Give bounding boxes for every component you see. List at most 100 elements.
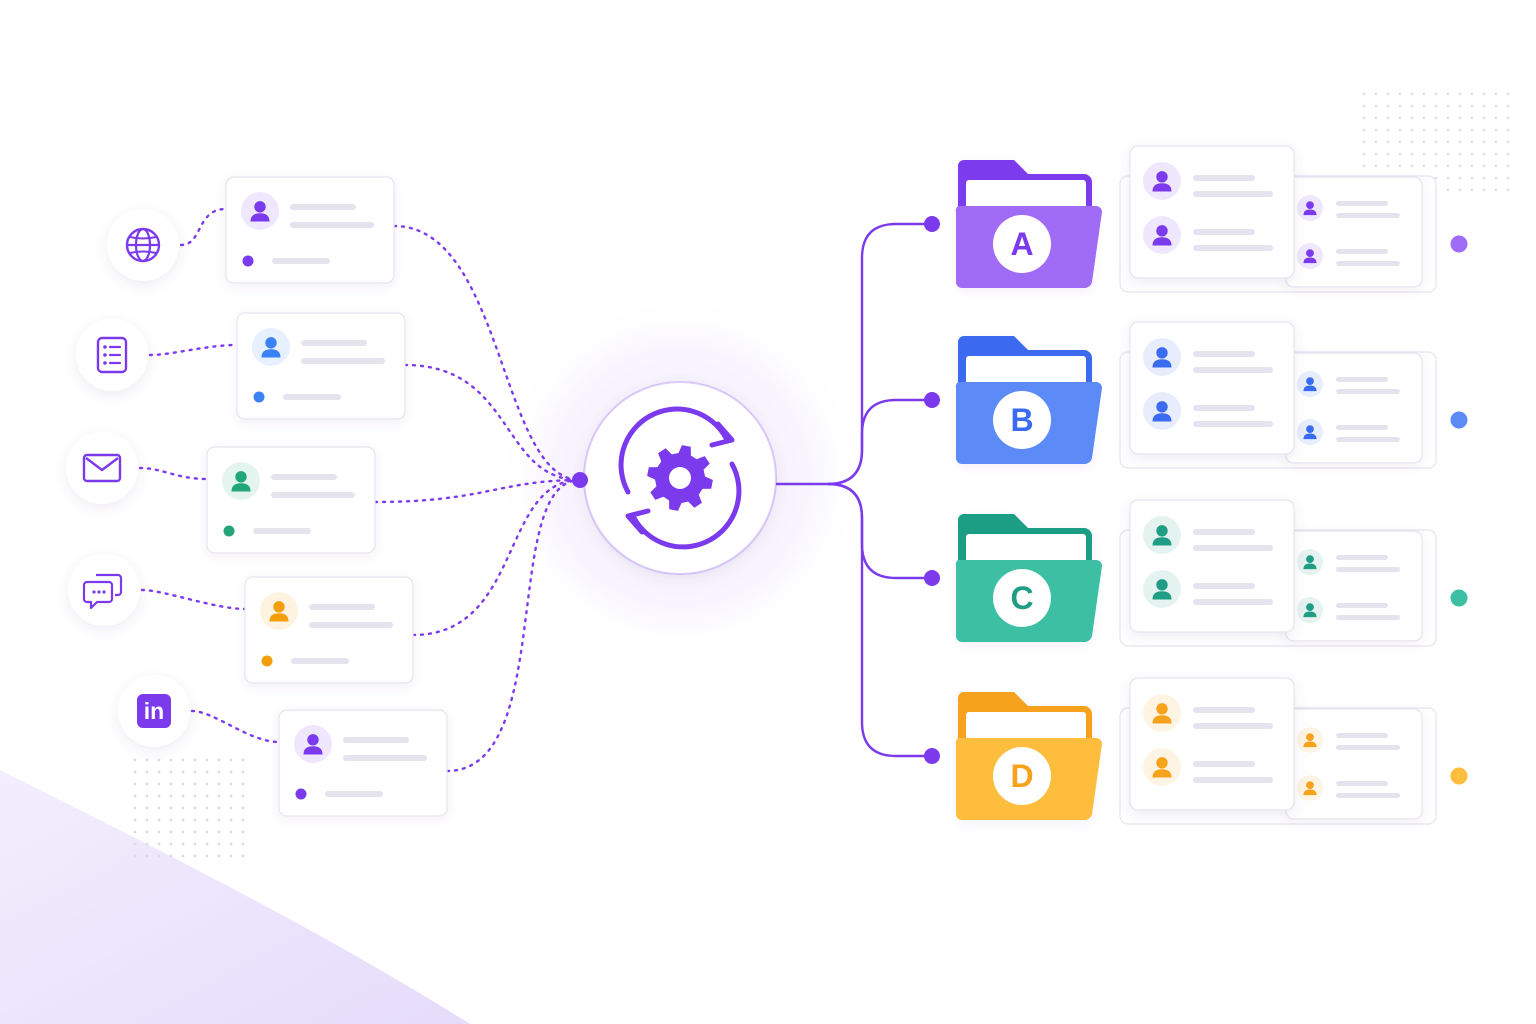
folder-connector <box>827 482 932 758</box>
placeholder-line <box>1336 733 1388 738</box>
lead-stack-front[interactable] <box>1129 145 1295 279</box>
placeholder-line <box>1336 555 1388 560</box>
folder-letter-badge: B <box>993 391 1051 449</box>
folder-connectors <box>776 222 932 758</box>
placeholder-line <box>1336 793 1400 798</box>
lead-avatar <box>1143 694 1181 732</box>
lead-avatar <box>1297 775 1323 801</box>
placeholder-line <box>343 737 409 743</box>
placeholder-line <box>1336 781 1388 786</box>
lead-card[interactable] <box>236 312 406 420</box>
folder-group-a: A <box>924 145 1468 293</box>
lead-avatar <box>1297 727 1323 753</box>
source-icon-connector <box>140 588 247 611</box>
placeholder-line <box>253 528 311 534</box>
placeholder-line <box>1336 213 1400 218</box>
source-4 <box>68 554 414 684</box>
folder-column: A B C D <box>924 145 1468 825</box>
source-3 <box>66 432 376 554</box>
placeholder-line <box>1193 723 1273 729</box>
placeholder-line <box>1193 229 1255 235</box>
folder-connector <box>827 398 932 486</box>
lead-avatar <box>241 192 279 230</box>
chat-icon[interactable] <box>68 554 140 626</box>
lead-card[interactable] <box>206 446 376 554</box>
lead-card[interactable] <box>278 709 448 817</box>
placeholder-line <box>1336 615 1400 620</box>
folder-icon[interactable]: B <box>955 336 1102 465</box>
placeholder-line <box>1193 707 1255 713</box>
placeholder-line <box>1193 599 1273 605</box>
globe-icon[interactable] <box>107 209 179 281</box>
source-hub-connector <box>445 478 582 773</box>
folder-port <box>924 570 940 586</box>
form-list-icon[interactable] <box>76 319 148 391</box>
placeholder-line <box>1336 201 1388 206</box>
placeholder-line <box>290 204 356 210</box>
source-hub-connector <box>411 478 582 637</box>
dot-grid-left <box>133 758 245 858</box>
folder-icon[interactable]: C <box>955 514 1102 643</box>
placeholder-line <box>1193 777 1273 783</box>
status-dot <box>261 655 273 667</box>
folder-icon[interactable]: D <box>955 692 1102 821</box>
lead-stack-front[interactable] <box>1129 499 1295 633</box>
folder-status-dot <box>1450 411 1468 429</box>
placeholder-line <box>1193 245 1273 251</box>
lead-card[interactable] <box>244 576 414 684</box>
lead-card[interactable] <box>225 176 395 284</box>
svg-text:in: in <box>144 698 164 724</box>
hub-node[interactable] <box>583 381 777 575</box>
source-5: in <box>118 675 448 817</box>
source-1 <box>107 176 395 284</box>
folder-status-dot <box>1450 589 1468 607</box>
placeholder-line <box>1193 421 1273 427</box>
placeholder-line <box>325 791 383 797</box>
bottom-left-wave <box>0 770 470 1024</box>
folder-status-dot <box>1450 235 1468 253</box>
placeholder-line <box>1193 405 1255 411</box>
lead-avatar <box>1143 216 1181 254</box>
placeholder-line <box>309 622 393 628</box>
source-column: in <box>66 176 448 817</box>
folder-icon[interactable]: A <box>955 160 1102 289</box>
placeholder-line <box>1193 351 1255 357</box>
placeholder-line <box>272 258 330 264</box>
hub <box>572 381 777 575</box>
status-dot <box>223 525 235 537</box>
lead-avatar <box>222 462 260 500</box>
placeholder-line <box>1193 545 1273 551</box>
placeholder-line <box>271 492 355 498</box>
mail-icon[interactable] <box>66 432 138 504</box>
status-dot <box>253 391 265 403</box>
placeholder-line <box>291 658 349 664</box>
folder-letter: D <box>1010 758 1033 794</box>
lead-avatar <box>1143 570 1181 608</box>
placeholder-line <box>1193 761 1255 767</box>
placeholder-line <box>1336 249 1388 254</box>
source-icon-connector <box>138 466 209 481</box>
folder-group-b: B <box>924 321 1468 469</box>
source-2 <box>76 312 406 420</box>
source-hub-connector <box>392 224 582 482</box>
folder-group-d: D <box>924 677 1468 825</box>
lead-avatar <box>252 328 290 366</box>
placeholder-line <box>309 604 375 610</box>
placeholder-line <box>1193 191 1273 197</box>
lead-avatar <box>1297 419 1323 445</box>
placeholder-line <box>1336 603 1388 608</box>
folder-letter-badge: A <box>993 215 1051 273</box>
lead-stack-front[interactable] <box>1129 677 1295 811</box>
gear-sync-icon <box>618 406 742 550</box>
placeholder-line <box>271 474 337 480</box>
lead-avatar <box>1143 162 1181 200</box>
lead-avatar <box>1143 392 1181 430</box>
placeholder-line <box>283 394 341 400</box>
folder-letter: C <box>1010 580 1033 616</box>
source-hub-connector <box>403 363 582 482</box>
linkedin-icon[interactable]: in <box>118 675 190 747</box>
lead-stack-front[interactable] <box>1129 321 1295 455</box>
folder-port <box>924 748 940 764</box>
folder-port <box>924 392 940 408</box>
